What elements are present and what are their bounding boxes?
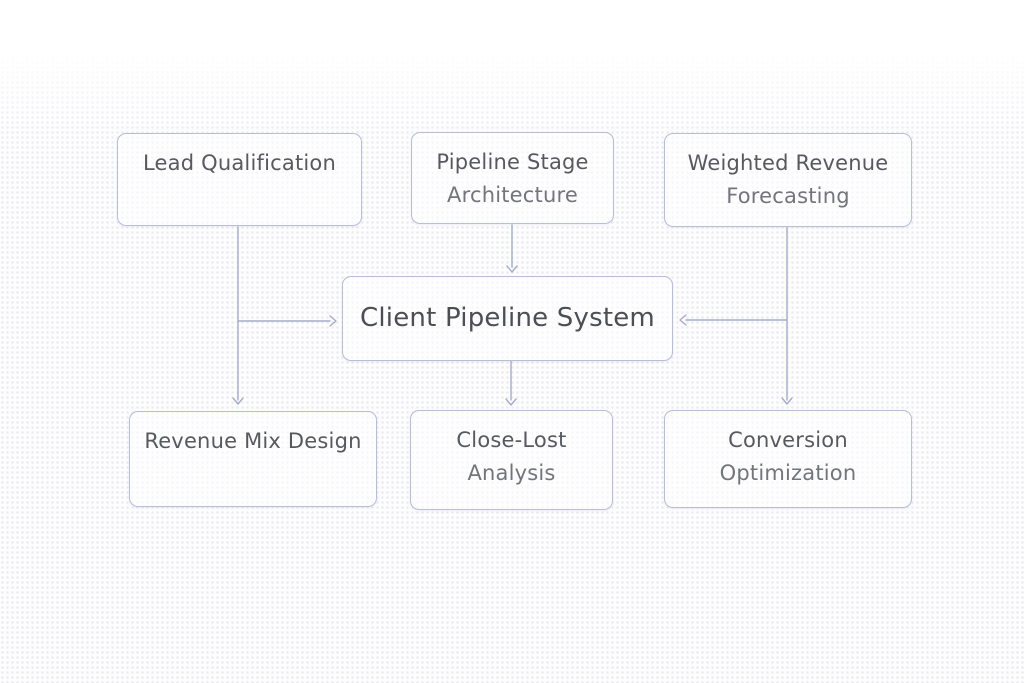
edge-weighted-to-conversion [781, 227, 793, 405]
node-sublabel: Architecture [447, 183, 578, 207]
node-label: Lead Qualification [143, 151, 336, 175]
node-client-pipeline-system: Client Pipeline System [342, 276, 673, 361]
edge-lead-to-center [237, 315, 337, 327]
node-weighted-revenue-forecasting: Weighted Revenue Forecasting [664, 133, 912, 227]
node-sublabel: Analysis [467, 461, 556, 485]
node-label: Client Pipeline System [360, 303, 655, 333]
edge-weighted-to-center [679, 314, 788, 326]
node-sublabel: Optimization [719, 461, 857, 485]
node-sublabel: Forecasting [726, 184, 850, 208]
node-label: Close-Lost [456, 428, 567, 452]
node-conversion-optimization: Conversion Optimization [664, 410, 912, 508]
node-close-lost-analysis: Close-Lost Analysis [410, 410, 613, 510]
node-label: Weighted Revenue [687, 151, 889, 175]
edge-lead-to-revenue-mix [232, 226, 244, 405]
node-label: Pipeline Stage [436, 150, 589, 174]
node-label: Conversion [728, 428, 848, 452]
node-revenue-mix-design: Revenue Mix Design [129, 411, 377, 507]
node-lead-qualification: Lead Qualification [117, 133, 362, 226]
node-label: Revenue Mix Design [144, 429, 362, 453]
edge-pipeline-stage-to-center [506, 224, 518, 273]
node-pipeline-stage-architecture: Pipeline Stage Architecture [411, 132, 614, 224]
edge-center-to-close-lost [505, 360, 517, 406]
